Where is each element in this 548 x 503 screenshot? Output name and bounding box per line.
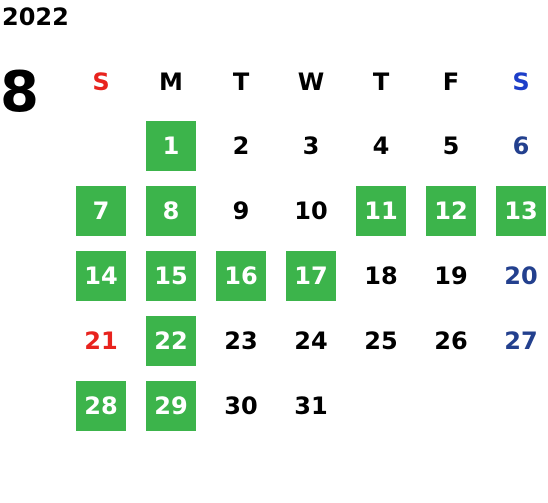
day-cell-29[interactable]: 29	[146, 381, 196, 431]
day-cell-10[interactable]: 10	[294, 197, 328, 225]
day-cell-26[interactable]: 26	[434, 327, 468, 355]
day-cell-27[interactable]: 27	[504, 327, 538, 355]
day-cell-28[interactable]: 28	[76, 381, 126, 431]
day-cell-22[interactable]: 22	[146, 316, 196, 366]
weekday-label-sun: S	[92, 68, 110, 96]
day-cell-18[interactable]: 18	[364, 262, 398, 290]
day-cell-12[interactable]: 12	[426, 186, 476, 236]
day-cell-3[interactable]: 3	[302, 132, 320, 160]
weekday-label-mon: M	[159, 68, 183, 96]
day-cell-5[interactable]: 5	[442, 132, 460, 160]
weekday-label-tue: T	[232, 68, 250, 96]
day-cell-15[interactable]: 15	[146, 251, 196, 301]
day-cell-25[interactable]: 25	[364, 327, 398, 355]
day-cell-16[interactable]: 16	[216, 251, 266, 301]
weekday-label-sat: S	[512, 68, 530, 96]
weekday-label-thu: T	[372, 68, 390, 96]
day-cell-24[interactable]: 24	[294, 327, 328, 355]
day-cell-13[interactable]: 13	[496, 186, 546, 236]
day-cell-23[interactable]: 23	[224, 327, 258, 355]
day-cell-2[interactable]: 2	[232, 132, 250, 160]
day-cell-8[interactable]: 8	[146, 186, 196, 236]
day-cell-14[interactable]: 14	[76, 251, 126, 301]
weekday-label-fri: F	[442, 68, 460, 96]
day-cell-17[interactable]: 17	[286, 251, 336, 301]
day-cell-19[interactable]: 19	[434, 262, 468, 290]
day-cell-9[interactable]: 9	[232, 197, 250, 225]
day-cell-11[interactable]: 11	[356, 186, 406, 236]
day-cell-30[interactable]: 30	[224, 392, 258, 420]
weekday-label-wed: W	[297, 68, 325, 96]
calendar-month: 8	[0, 60, 39, 125]
day-cell-21[interactable]: 21	[84, 327, 118, 355]
calendar-year: 2022	[2, 3, 69, 31]
day-cell-31[interactable]: 31	[294, 392, 328, 420]
day-cell-7[interactable]: 7	[76, 186, 126, 236]
day-cell-1[interactable]: 1	[146, 121, 196, 171]
day-cell-4[interactable]: 4	[372, 132, 390, 160]
day-cell-6[interactable]: 6	[512, 132, 530, 160]
day-cell-20[interactable]: 20	[504, 262, 538, 290]
